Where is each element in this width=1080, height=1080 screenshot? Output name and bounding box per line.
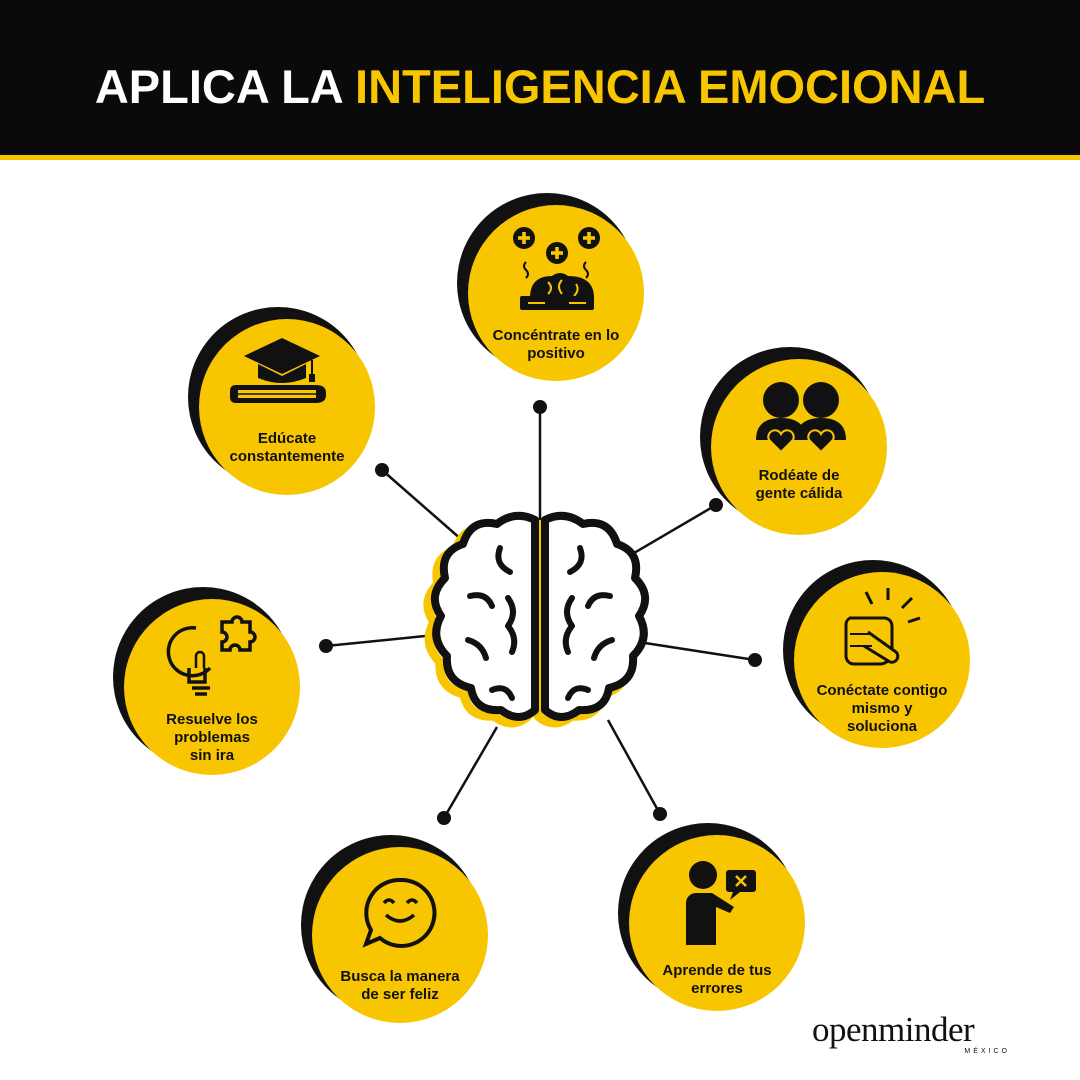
openminder-logo: openminder MÉXICO [812, 1012, 1022, 1058]
pointing-hand-icon [844, 588, 921, 666]
page-title: APLICA LA INTELIGENCIA EMOCIONAL [0, 62, 1080, 112]
people-hearts-icon [756, 382, 846, 454]
connector-line [644, 641, 756, 662]
title-part-2: INTELIGENCIA EMOCIONAL [355, 60, 986, 113]
connector-line [442, 726, 499, 819]
connector-dot [319, 639, 333, 653]
logo-country: MÉXICO [964, 1048, 1010, 1055]
tip-label-conectate: Conéctate contigo mismo y soluciona [816, 682, 948, 735]
connector-dot [653, 807, 667, 821]
tip-label-errores: Aprende de tus errores [662, 962, 772, 997]
header-bar [0, 0, 1080, 155]
circle-gente-calida [700, 347, 887, 535]
tip-label-positivo: Concéntrate en lo positivo [492, 327, 620, 362]
brain-plus-icon [513, 227, 600, 310]
connector-line [621, 503, 717, 562]
circle-feliz [301, 835, 488, 1023]
circle-sin-ira [113, 587, 300, 775]
connector-dot [533, 400, 547, 414]
header-stripe [0, 155, 1080, 160]
connector-line [381, 469, 463, 541]
connector-dot [375, 463, 389, 477]
tip-label-gente-calida: Rodéate de gente cálida [755, 467, 843, 502]
brain-icon [423, 511, 649, 728]
graduation-book-icon [230, 338, 326, 403]
tip-label-feliz: Busca la manera de ser feliz [340, 968, 460, 1003]
connector-dot [748, 653, 762, 667]
connector-line [606, 719, 662, 815]
connector-dot [709, 498, 723, 512]
logo-wordmark: openminder [812, 1010, 975, 1049]
title-part-1: APLICA LA [94, 60, 342, 113]
tip-label-sin-ira: Resuelve los problemas sin ira [166, 711, 258, 764]
connector-dots [319, 400, 762, 825]
connector-line [325, 633, 436, 648]
connector-lines [325, 407, 756, 819]
connector-dot [437, 811, 451, 825]
lightbulb-puzzle-icon [166, 615, 257, 696]
smile-bubble-icon [362, 877, 437, 948]
person-error-icon [686, 861, 756, 945]
tip-label-educate: Edúcate constantemente [229, 430, 345, 465]
